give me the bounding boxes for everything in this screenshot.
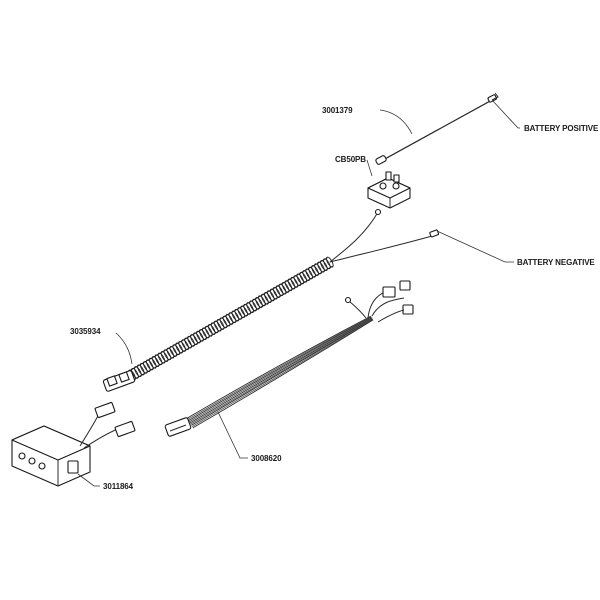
ribbon-harness-end-connectors [344, 280, 414, 323]
coiled-harness [128, 256, 334, 381]
circuit-breaker-number: CB50PB [335, 155, 366, 164]
battery-positive-cable-number: 3001379 [322, 106, 353, 115]
coiled-harness-connector [102, 370, 136, 392]
battery-negative-label: BATTERY NEGATIVE [517, 258, 595, 267]
coiled-harness-number: 3035934 [70, 327, 101, 336]
ribbon-harness-plug [164, 417, 192, 437]
ribbon-harness [186, 315, 374, 429]
ribbon-harness-number: 3008620 [251, 454, 282, 463]
battery-positive-label: BATTERY POSITIVE [524, 124, 599, 133]
battery-negative-wire [329, 229, 440, 263]
battery-positive-cable [375, 92, 499, 165]
leader-lines [77, 99, 520, 487]
control-box-number: 3011864 [103, 482, 134, 491]
control-box [11, 401, 136, 487]
breaker-lead-wire [329, 211, 379, 263]
circuit-breaker [367, 171, 411, 209]
